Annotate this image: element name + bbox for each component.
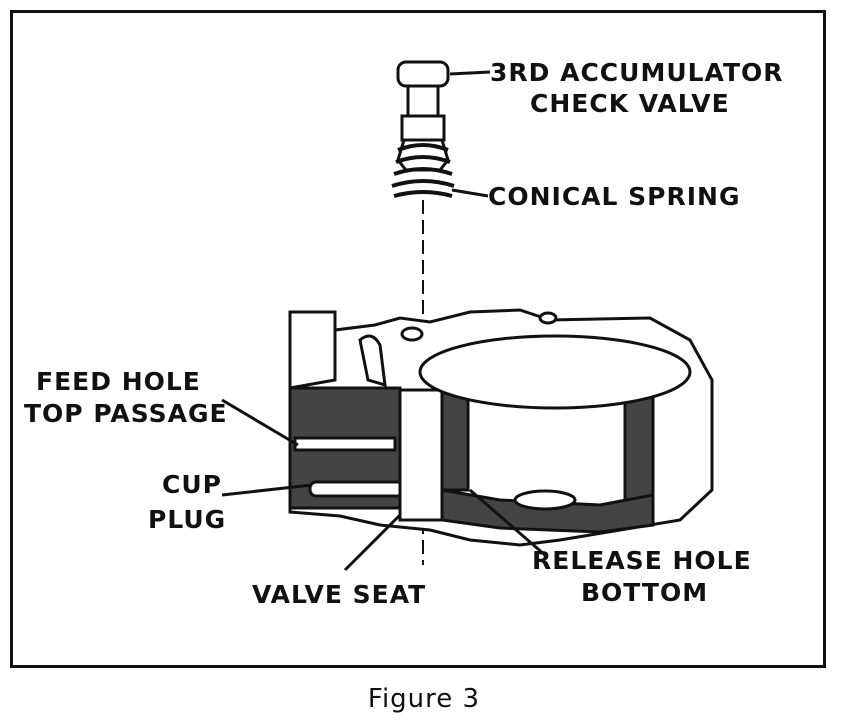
accumulator-housing [288, 308, 714, 547]
release-hole-label-line1: RELEASE HOLE [532, 546, 752, 575]
check-valve-label-2: CHECK VALVE [530, 89, 730, 118]
valve-seat-label-text: VALVE SEAT [252, 580, 427, 609]
check-valve [396, 60, 450, 172]
release-hole-label: RELEASE HOLE [532, 546, 752, 575]
check-valve-label: 3RD ACCUMULATOR [490, 58, 784, 87]
feed-hole-label-line1: FEED HOLE [36, 367, 201, 396]
conical-spring-label: CONICAL SPRING [488, 182, 740, 211]
valve-seat-label: VALVE SEAT [252, 580, 426, 609]
release-hole-label-2: BOTTOM [581, 578, 708, 607]
release-hole-label-line2: BOTTOM [581, 578, 709, 607]
figure-caption: Figure 3 [367, 684, 481, 714]
conical-spring-label-text: CONICAL SPRING [488, 182, 741, 211]
feed-hole-label-line2: TOP PASSAGE [24, 399, 228, 428]
feed-hole-label: FEED HOLE [36, 367, 201, 396]
feed-hole-label-2: TOP PASSAGE [24, 399, 228, 428]
check-valve-label-line1: 3RD ACCUMULATOR [490, 58, 784, 87]
cup-plug-label-line2: PLUG [148, 505, 227, 534]
figure-frame [10, 10, 826, 668]
cup-plug-label-line1: CUP [162, 470, 222, 499]
cup-plug-label-2: PLUG [148, 505, 226, 534]
conical-spring [391, 143, 455, 198]
cup-plug-label: CUP [162, 470, 222, 499]
leader-lines [221, 70, 546, 572]
check-valve-label-line2: CHECK VALVE [530, 89, 730, 118]
